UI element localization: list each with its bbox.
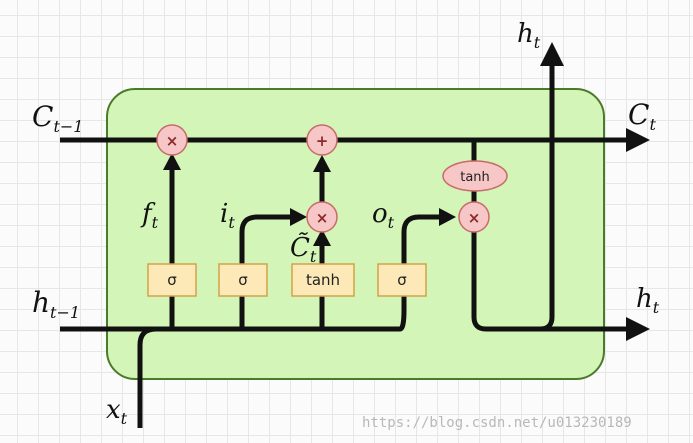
candidate-tanh-label: tanh <box>306 271 340 289</box>
hidden-output-line <box>471 232 630 332</box>
forget-sigma-label: σ <box>167 271 177 289</box>
c-prev-base: C <box>32 100 53 133</box>
hidden-output-arrowhead <box>626 317 650 341</box>
hidden-up-line <box>539 62 555 332</box>
output-gate-arrowhead <box>439 208 456 226</box>
cell-tanh-oval <box>442 160 508 192</box>
cell-tanh-label: tanh <box>460 170 490 185</box>
input-multiply-label: × <box>316 209 329 227</box>
forget-sigma-box <box>147 263 197 297</box>
output-gate-sub: t <box>388 213 395 232</box>
h-prev-base: h <box>32 286 50 319</box>
x-input-line <box>137 326 157 428</box>
output-sigma-label: σ <box>397 271 407 289</box>
h-right-sub: t <box>653 298 660 317</box>
cell-add-label: + <box>316 132 329 150</box>
forget-multiply-op <box>156 124 188 156</box>
input-sigma-box <box>218 263 268 297</box>
c-prev-sub: t−1 <box>53 117 83 136</box>
h-top-sub: t <box>534 33 541 52</box>
candidate-base: C̃ <box>290 232 310 263</box>
input-gate-label: it <box>220 199 235 232</box>
watermark: https://blog.csdn.net/u013230189 <box>362 415 632 431</box>
candidate-label: C̃t <box>290 232 317 266</box>
c-prev-label: Ct−1 <box>32 100 83 136</box>
h-right-label: ht <box>636 284 660 317</box>
input-gate-sub: t <box>228 213 235 232</box>
x-input-label: xt <box>106 395 128 428</box>
output-gate-line <box>399 214 441 332</box>
input-gate-base: i <box>220 199 228 229</box>
x-input-sub: t <box>121 409 128 428</box>
h-top-label: ht <box>517 19 541 52</box>
forget-gate-sub: t <box>152 213 159 232</box>
input-sigma-label: σ <box>238 271 248 289</box>
input-multiply-op <box>306 201 338 233</box>
input-gate-arrowhead <box>290 208 307 226</box>
output-gate-base: o <box>372 199 388 229</box>
h-prev-sub: t−1 <box>50 303 80 322</box>
candidate-tanh-box <box>291 263 355 297</box>
h-right-base: h <box>636 284 653 314</box>
output-gate-label: ot <box>372 199 395 232</box>
mult-add-arrowhead <box>313 155 331 172</box>
h-top-base: h <box>517 19 534 49</box>
x-input-base: x <box>106 395 121 425</box>
candidate-arrowhead <box>313 229 331 246</box>
c-next-base: C <box>628 98 649 131</box>
forget-multiply-label: × <box>166 132 179 150</box>
input-gate-line <box>239 214 292 329</box>
cell-add-op <box>306 124 338 156</box>
c-next-label: Ct <box>628 98 656 134</box>
c-next-sub: t <box>649 115 656 134</box>
output-sigma-box <box>377 263 427 297</box>
candidate-sub: t <box>310 247 317 266</box>
cell-state-arrowhead <box>626 128 650 152</box>
forget-arrowhead <box>163 153 181 170</box>
output-multiply-op <box>458 201 490 233</box>
hidden-top-arrowhead <box>540 42 564 66</box>
output-multiply-label: × <box>468 209 481 227</box>
h-prev-label: ht−1 <box>32 286 80 322</box>
